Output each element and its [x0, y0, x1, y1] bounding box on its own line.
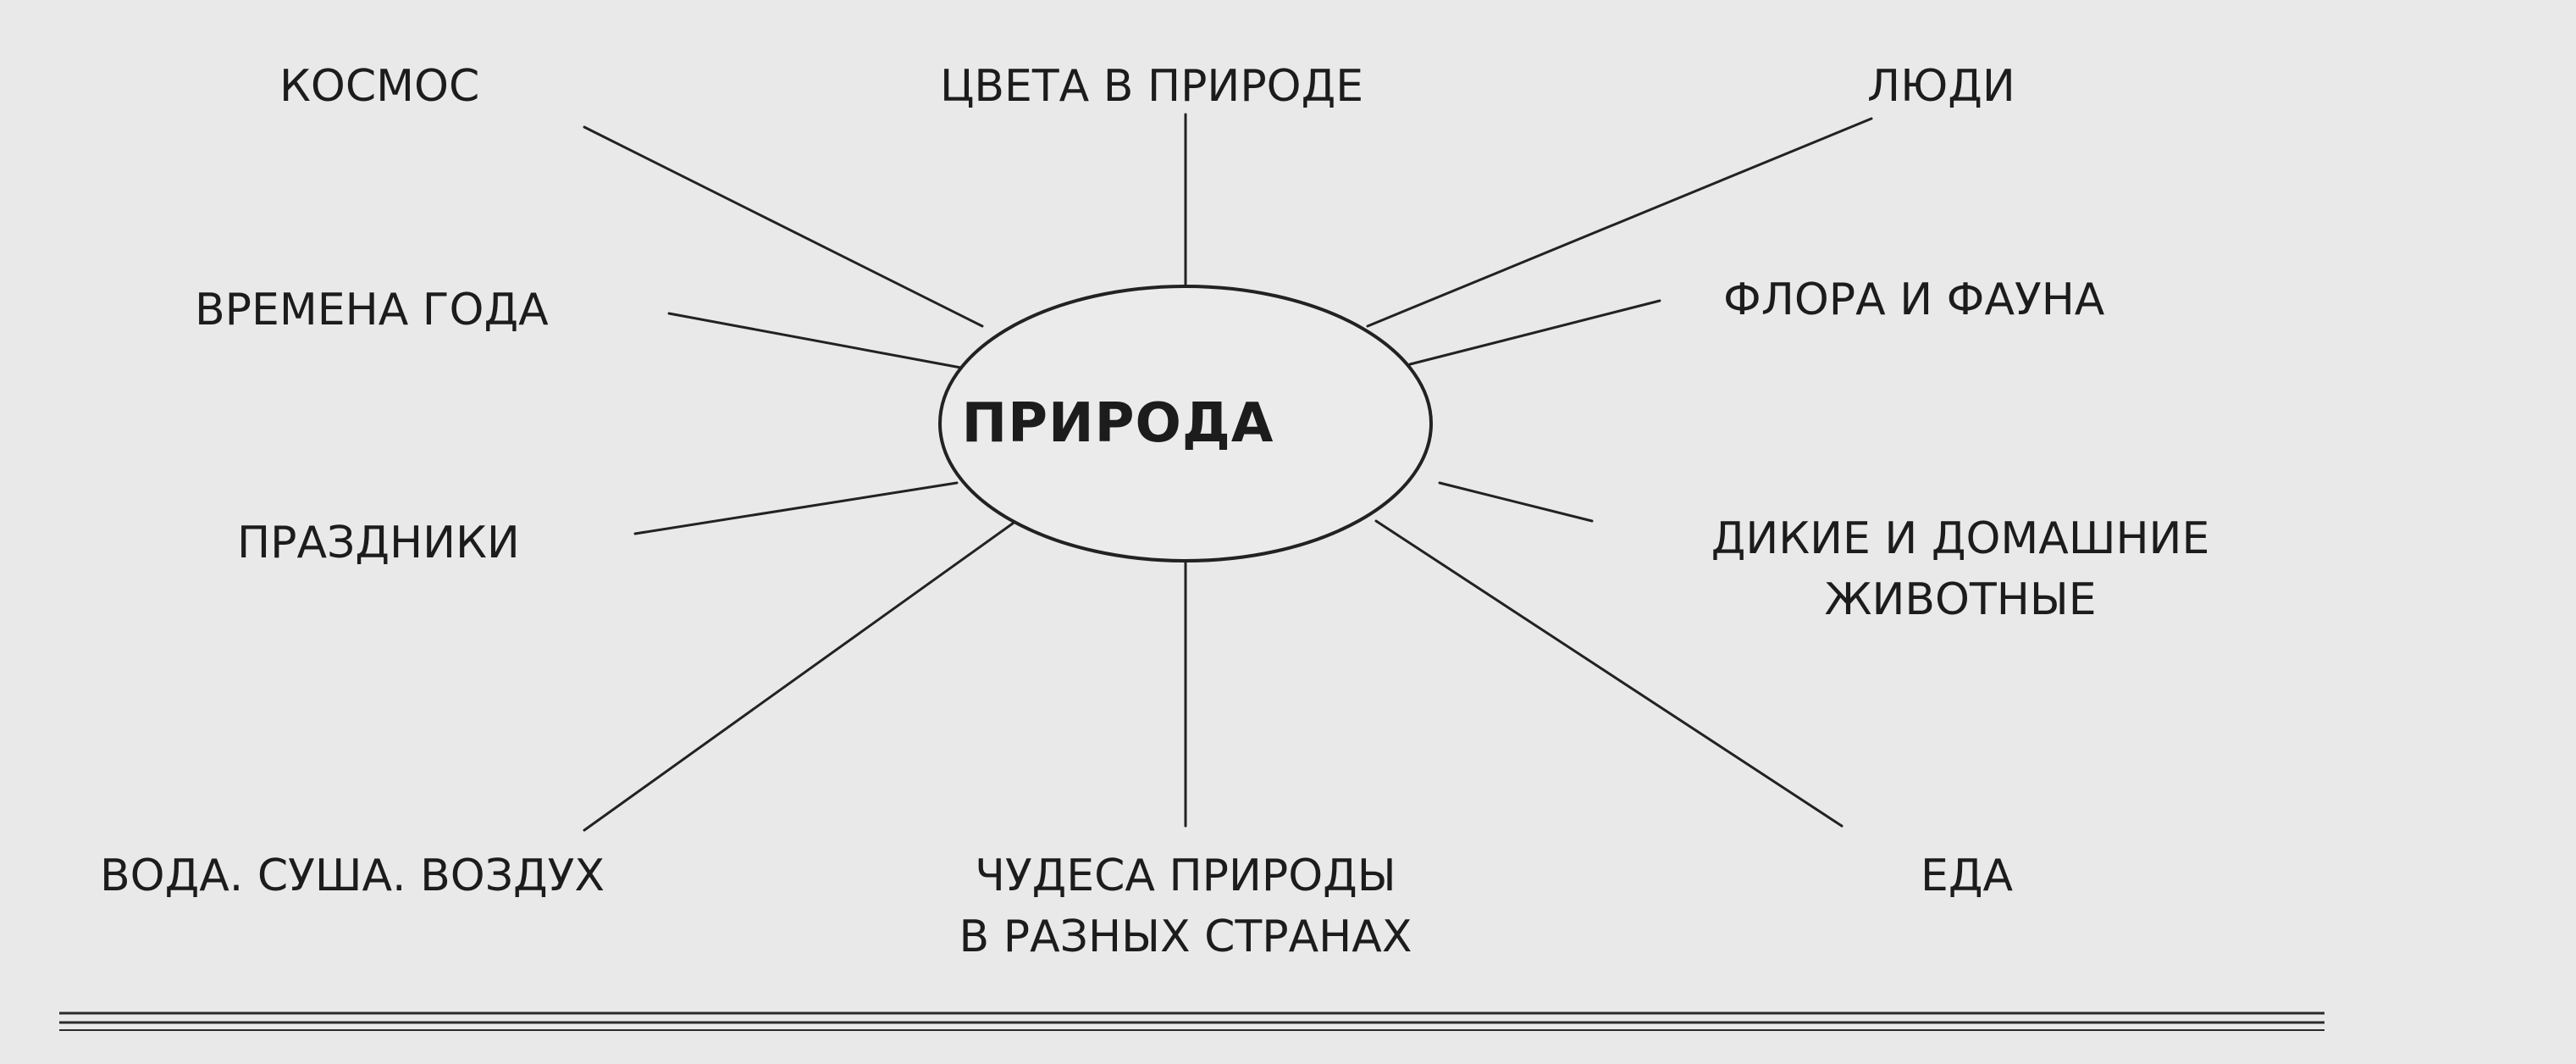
connector-eda	[1374, 519, 1844, 828]
topic-lyudi: ЛЮДИ	[1867, 61, 2015, 112]
connector-kosmos	[583, 125, 984, 328]
topic-dikie-i-domashnie-zhivotnye: ДИКИЕ И ДОМАШНИЕ ЖИВОТНЫЕ	[1626, 508, 2295, 630]
topic-prazdniki: ПРАЗДНИКИ	[237, 518, 520, 568]
topic-line: В РАЗНЫХ СТРАНАХ	[959, 912, 1412, 962]
center-label: ПРИРОДА	[961, 392, 1274, 455]
topic-line: ЖИВОТНЫЕ	[1824, 574, 2097, 625]
topic-flora-i-fauna: ФЛОРА И ФАУНА	[1723, 274, 2105, 325]
center-node	[938, 285, 1433, 562]
connector-prazdniki	[633, 481, 959, 535]
topic-line: ДИКИЕ И ДОМАШНИЕ	[1711, 513, 2210, 564]
topic-kosmos: КОСМОС	[279, 61, 480, 112]
topic-voda-susha-vozdukh: ВОДА. СУША. ВОЗДУХ	[100, 851, 605, 901]
connector-flora	[1408, 299, 1661, 366]
connector-zhivotnye	[1438, 481, 1594, 523]
topic-chudesa-prirody: ЧУДЕСА ПРИРОДЫ В РАЗНЫХ СТРАНАХ	[915, 845, 1457, 967]
topic-tsveta-v-prirode: ЦВЕТА В ПРИРОДЕ	[940, 61, 1364, 112]
connector-voda	[583, 519, 1018, 832]
topic-vremena-goda: ВРЕМЕНА ГОДА	[195, 285, 549, 335]
connector-lyudi	[1366, 117, 1873, 328]
topic-line: ЧУДЕСА ПРИРОДЫ	[975, 851, 1396, 901]
topic-eda: ЕДА	[1921, 851, 2014, 901]
connector-vremena	[667, 312, 967, 370]
